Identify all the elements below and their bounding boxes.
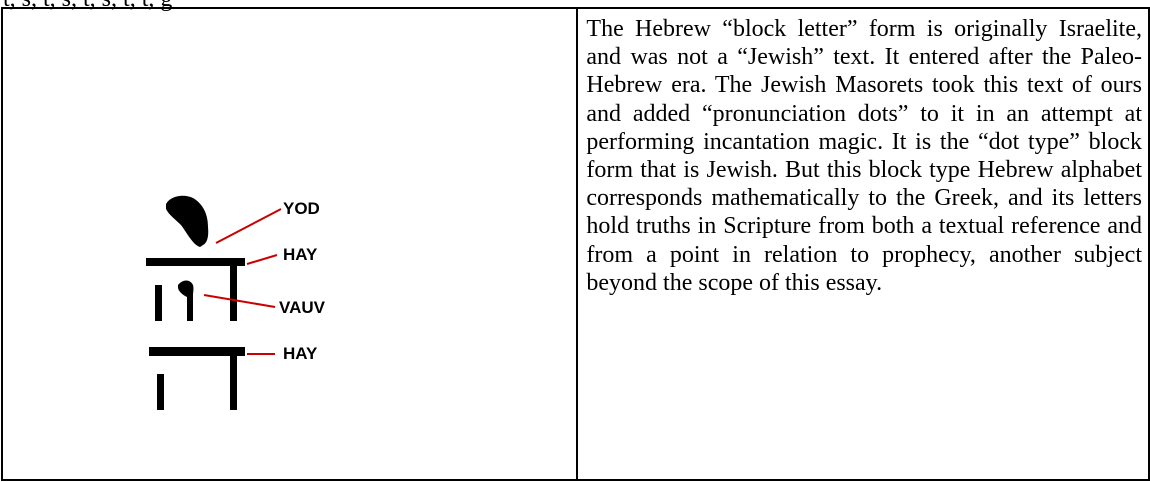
tetragrammaton-diagram: YOD HAY VAUV HAY	[146, 195, 326, 410]
hay-upper-right-leg	[230, 266, 237, 321]
cut-off-header-line: t, s, t, s, t, s, t, t, g	[3, 0, 172, 11]
vauv-glyph	[178, 280, 194, 321]
vauv-pointer-line	[203, 294, 276, 308]
label-yod: YOD	[283, 199, 320, 218]
label-hay-upper: HAY	[283, 245, 318, 264]
figure-cell: YOD HAY VAUV HAY	[0, 7, 579, 481]
hay-lower-right-leg	[230, 356, 237, 410]
hay-lower-left-leg	[157, 374, 164, 410]
hay-upper-pointer-line	[246, 254, 278, 265]
label-hay-lower: HAY	[283, 344, 318, 363]
yod-glyph	[166, 195, 209, 247]
text-cell: The Hebrew “block letter” form is origin…	[576, 7, 1150, 481]
label-vauv: VAUV	[279, 298, 326, 317]
hay-lower-bar	[149, 347, 245, 356]
essay-paragraph: The Hebrew “block letter” form is origin…	[586, 16, 1142, 296]
content-table: YOD HAY VAUV HAY The Hebrew “block lette…	[0, 7, 1150, 481]
hay-upper-left-leg	[155, 285, 162, 321]
yod-pointer-line	[215, 208, 282, 244]
hay-upper-bar	[146, 258, 245, 266]
